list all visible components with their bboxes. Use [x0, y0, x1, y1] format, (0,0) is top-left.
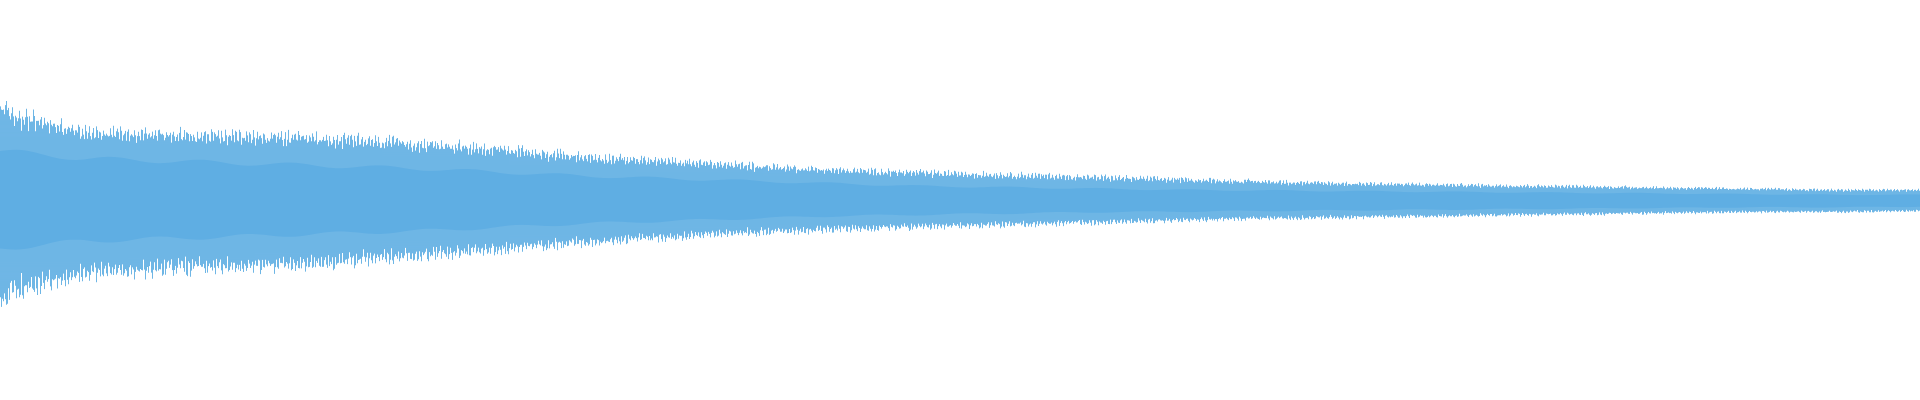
- waveform-body: [0, 149, 1920, 250]
